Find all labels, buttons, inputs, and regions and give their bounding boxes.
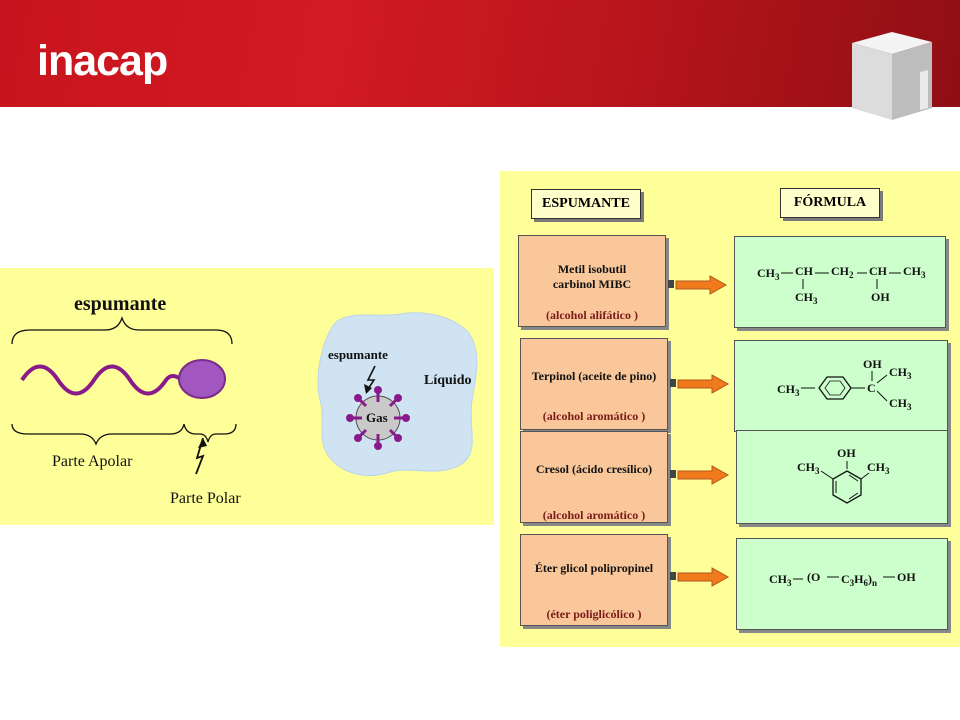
eter-structure: CH3 (O C3H6)n OH — [769, 570, 916, 588]
frother-box-mibc: Metil isobutil carbinol MIBC (alcohol al… — [518, 235, 666, 327]
svg-text:CH3: CH3 — [903, 264, 926, 280]
frother-name: Terpinol (aceite de pino) — [531, 369, 657, 383]
frother-type: (alcohol alifático ) — [546, 308, 638, 322]
header-banner: inacap — [0, 0, 960, 120]
hydrocarbon-tail — [20, 364, 185, 396]
svg-text:CH3: CH3 — [757, 266, 780, 282]
liquido-label: Líquido — [424, 373, 471, 388]
parte-apolar-label: Parte Apolar — [52, 453, 133, 470]
arrow-icon — [670, 374, 730, 394]
cube-logo-icon — [852, 32, 932, 120]
formula-box-mibc: CH3 CH CH3 CH2 CH OH CH3 — [734, 236, 946, 328]
frother-type: (alcohol aromático ) — [542, 409, 646, 423]
frother-box-cresol: Cresol (ácido cresílico) (alcohol aromát… — [520, 431, 668, 523]
inacap-logo: inacap — [37, 37, 168, 85]
svg-text:OH: OH — [897, 570, 916, 584]
svg-text:OH: OH — [837, 446, 856, 460]
arrow-icon — [668, 275, 728, 295]
svg-text:C3H6)n: C3H6)n — [841, 572, 877, 588]
svg-text:OH: OH — [863, 357, 882, 371]
svg-text:CH3: CH3 — [889, 396, 912, 412]
polar-arrow — [195, 437, 205, 475]
svg-text:CH3: CH3 — [795, 290, 818, 306]
formula-header: FÓRMULA — [780, 188, 880, 218]
surfactant-diagram-panel: espumante Parte Apolar Parte Polar espum… — [0, 268, 494, 525]
frother-name: Cresol (ácido cresílico) — [535, 462, 653, 476]
espumante-title: espumante — [74, 293, 166, 315]
svg-text:CH3: CH3 — [777, 382, 800, 398]
svg-text:OH: OH — [871, 290, 890, 304]
surfactant-molecules — [346, 386, 410, 450]
bubble-arrow — [365, 365, 376, 393]
arrow-icon — [670, 465, 730, 485]
surfactant-diagram: espumante Parte Apolar Parte Polar espum… — [11, 293, 478, 507]
frother-type: (éter poliglicólico ) — [546, 607, 642, 621]
formula-box-terpinol: CH3 C OH CH3 CH3 — [734, 340, 948, 432]
frother-box-terpinol: Terpinol (aceite de pino) (alcohol aromá… — [520, 338, 668, 430]
svg-text:C: C — [867, 381, 876, 395]
frother-table-panel: ESPUMANTE FÓRMULA Metil isobutil carbino… — [500, 171, 960, 647]
frother-name: Éter glicol polipropinel — [534, 561, 654, 575]
bottom-brace — [11, 423, 237, 446]
espumante-bubble-label: espumante — [328, 347, 388, 362]
svg-text:CH3: CH3 — [867, 460, 890, 476]
svg-text:CH3: CH3 — [797, 460, 820, 476]
svg-text:(O: (O — [807, 570, 820, 584]
svg-text:CH: CH — [869, 264, 888, 278]
frother-name: Metil isobutil carbinol MIBC — [552, 262, 632, 291]
top-brace — [11, 315, 233, 345]
frother-type: (alcohol aromático ) — [542, 508, 646, 522]
formula-box-cresol: OH CH3 CH3 — [736, 430, 948, 524]
espumante-header: ESPUMANTE — [531, 189, 641, 219]
gas-label: Gas — [366, 410, 388, 425]
polar-head — [178, 359, 226, 399]
svg-text:CH3: CH3 — [889, 365, 912, 381]
svg-text:CH3: CH3 — [769, 572, 792, 588]
mibc-structure: CH3 CH CH3 CH2 CH OH CH3 — [757, 264, 926, 306]
parte-polar-label: Parte Polar — [170, 490, 241, 507]
svg-text:CH2: CH2 — [831, 264, 854, 280]
frother-box-eter: Éter glicol polipropinel (éter poliglicó… — [520, 534, 668, 626]
terpinol-structure: CH3 C OH CH3 CH3 — [777, 357, 912, 412]
svg-text:CH: CH — [795, 264, 814, 278]
arrow-icon — [670, 567, 730, 587]
cresol-structure: OH CH3 CH3 — [797, 446, 890, 504]
formula-box-eter: CH3 (O C3H6)n OH — [736, 538, 948, 630]
